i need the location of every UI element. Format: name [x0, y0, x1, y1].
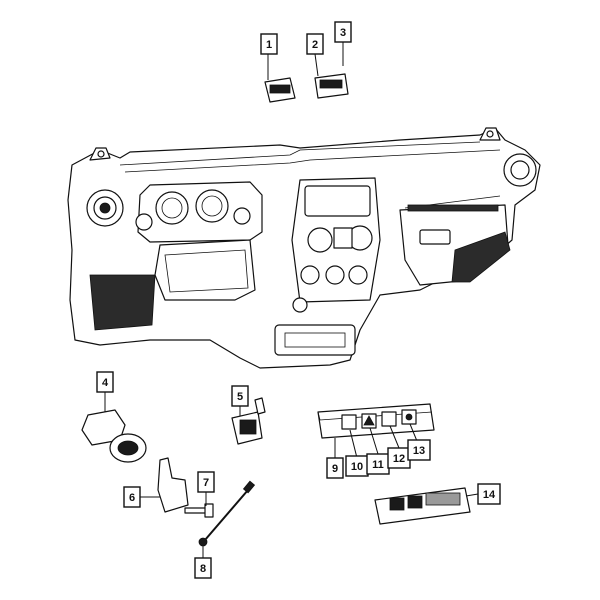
switch-part-2-3 [314, 73, 349, 99]
callout-3: 3 [334, 21, 352, 43]
callout-13: 13 [407, 439, 431, 461]
switch-bank-parts-9-13 [317, 403, 435, 439]
callout-label: 4 [102, 377, 109, 389]
callout-11: 11 [366, 453, 390, 475]
switch-part-5 [231, 397, 266, 445]
callout-label: 6 [129, 492, 135, 504]
instrument-panel [67, 127, 541, 369]
callout-label: 14 [483, 489, 496, 501]
callout-label: 11 [372, 459, 384, 471]
bracket-part-6 [157, 457, 189, 513]
callout-14: 14 [477, 483, 501, 505]
callout-1: 1 [260, 33, 278, 55]
callout-10: 10 [345, 455, 369, 477]
callout-7: 7 [197, 471, 215, 493]
callout-label: 8 [200, 563, 206, 575]
screw-part-7 [184, 503, 214, 518]
callout-4: 4 [96, 371, 114, 393]
callout-label: 5 [237, 391, 243, 403]
callout-label: 13 [413, 445, 425, 457]
callout-label: 12 [393, 453, 405, 465]
callout-label: 3 [340, 27, 346, 39]
callout-2: 2 [306, 33, 324, 55]
antenna-part-8 [198, 480, 256, 547]
callout-label: 7 [203, 477, 209, 489]
ignition-switch-part-4 [81, 409, 147, 463]
callout-12: 12 [387, 447, 411, 469]
callout-label: 10 [351, 461, 363, 473]
callout-9: 9 [326, 457, 344, 479]
callout-6: 6 [123, 486, 141, 508]
callout-label: 9 [332, 463, 338, 475]
module-part-14 [374, 487, 471, 525]
callout-label: 2 [312, 39, 318, 51]
callout-label: 1 [266, 39, 272, 51]
callout-5: 5 [231, 385, 249, 407]
callout-8: 8 [194, 557, 212, 579]
switch-part-1 [264, 77, 296, 103]
